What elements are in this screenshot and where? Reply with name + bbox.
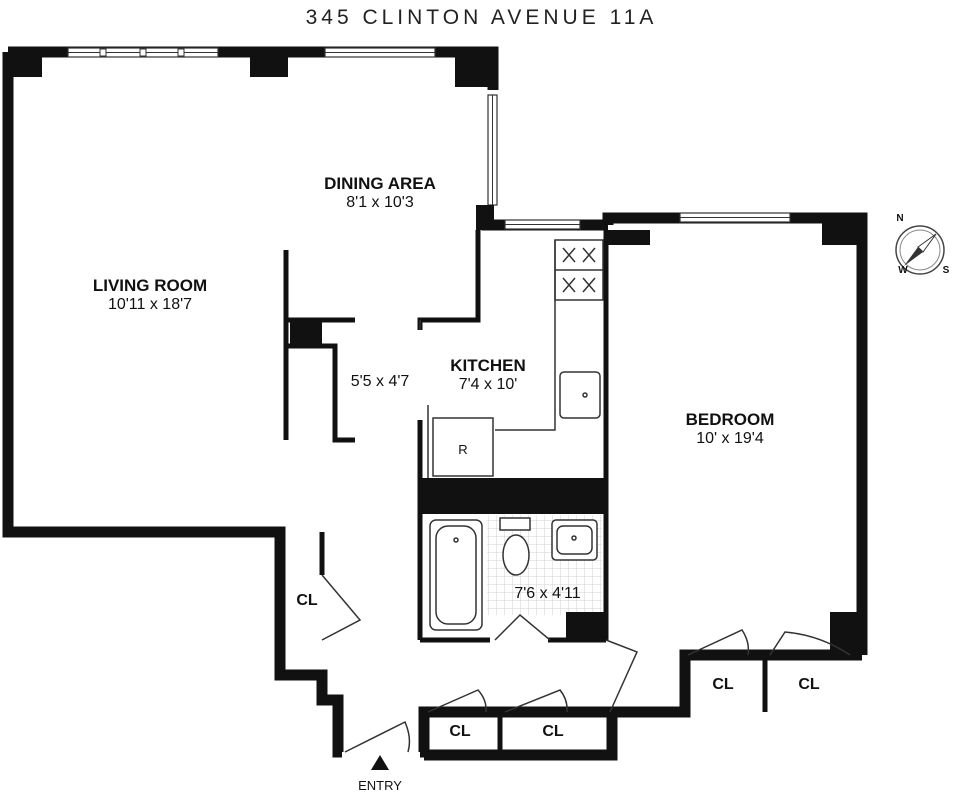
toilet-bowl bbox=[502, 534, 530, 576]
bedroom-name: BEDROOM bbox=[685, 410, 775, 429]
closet-label: CL bbox=[449, 723, 471, 740]
bathtub bbox=[429, 519, 483, 631]
dining-area-dims: 8'1 x 10'3 bbox=[346, 194, 414, 211]
compass-south-label: S bbox=[942, 265, 950, 276]
closet-label: CL bbox=[798, 676, 820, 693]
interior-walls bbox=[277, 230, 768, 755]
closet-label: CL bbox=[296, 592, 318, 609]
entry-label: ENTRY bbox=[358, 778, 402, 793]
living-room-name: LIVING ROOM bbox=[92, 276, 208, 295]
living-room-dims: 10'11 x 18'7 bbox=[107, 296, 193, 313]
kitchen-sink bbox=[559, 371, 601, 419]
bedroom-dims: 10' x 19'4 bbox=[696, 430, 764, 447]
refrigerator-label: R bbox=[458, 442, 468, 457]
dining-area-name: DINING AREA bbox=[324, 174, 436, 193]
alcove-dims: 5'5 x 4'7 bbox=[350, 373, 410, 390]
plan-title: 345 CLINTON AVENUE 11A bbox=[305, 6, 658, 29]
wall-columns bbox=[10, 57, 857, 652]
entry-arrow-icon bbox=[371, 755, 389, 770]
bath-dims: 7'6 x 4'11 bbox=[514, 585, 581, 602]
closet-label: CL bbox=[712, 676, 734, 693]
compass-icon bbox=[895, 225, 945, 275]
bath-fixtures bbox=[429, 517, 598, 631]
bedroom-label: BEDROOM 10' x 19'4 bbox=[655, 410, 805, 448]
kitchen-name: KITCHEN bbox=[450, 356, 526, 375]
exterior-walls bbox=[2, 46, 868, 761]
toilet-tank bbox=[499, 517, 531, 531]
windows bbox=[67, 47, 791, 230]
closet-label: CL bbox=[542, 723, 564, 740]
compass-west-label: W bbox=[898, 265, 908, 276]
refrigerator bbox=[432, 417, 494, 477]
dining-area-label: DINING AREA 8'1 x 10'3 bbox=[300, 174, 460, 212]
kitchen-dims: 7'4 x 10' bbox=[458, 376, 518, 393]
living-room-label: LIVING ROOM 10'11 x 18'7 bbox=[70, 276, 230, 314]
door-swings bbox=[321, 320, 851, 753]
kitchen-fixtures bbox=[432, 239, 604, 477]
kitchen-label: KITCHEN 7'4 x 10' bbox=[428, 356, 548, 394]
compass-north-label: N bbox=[896, 213, 904, 224]
